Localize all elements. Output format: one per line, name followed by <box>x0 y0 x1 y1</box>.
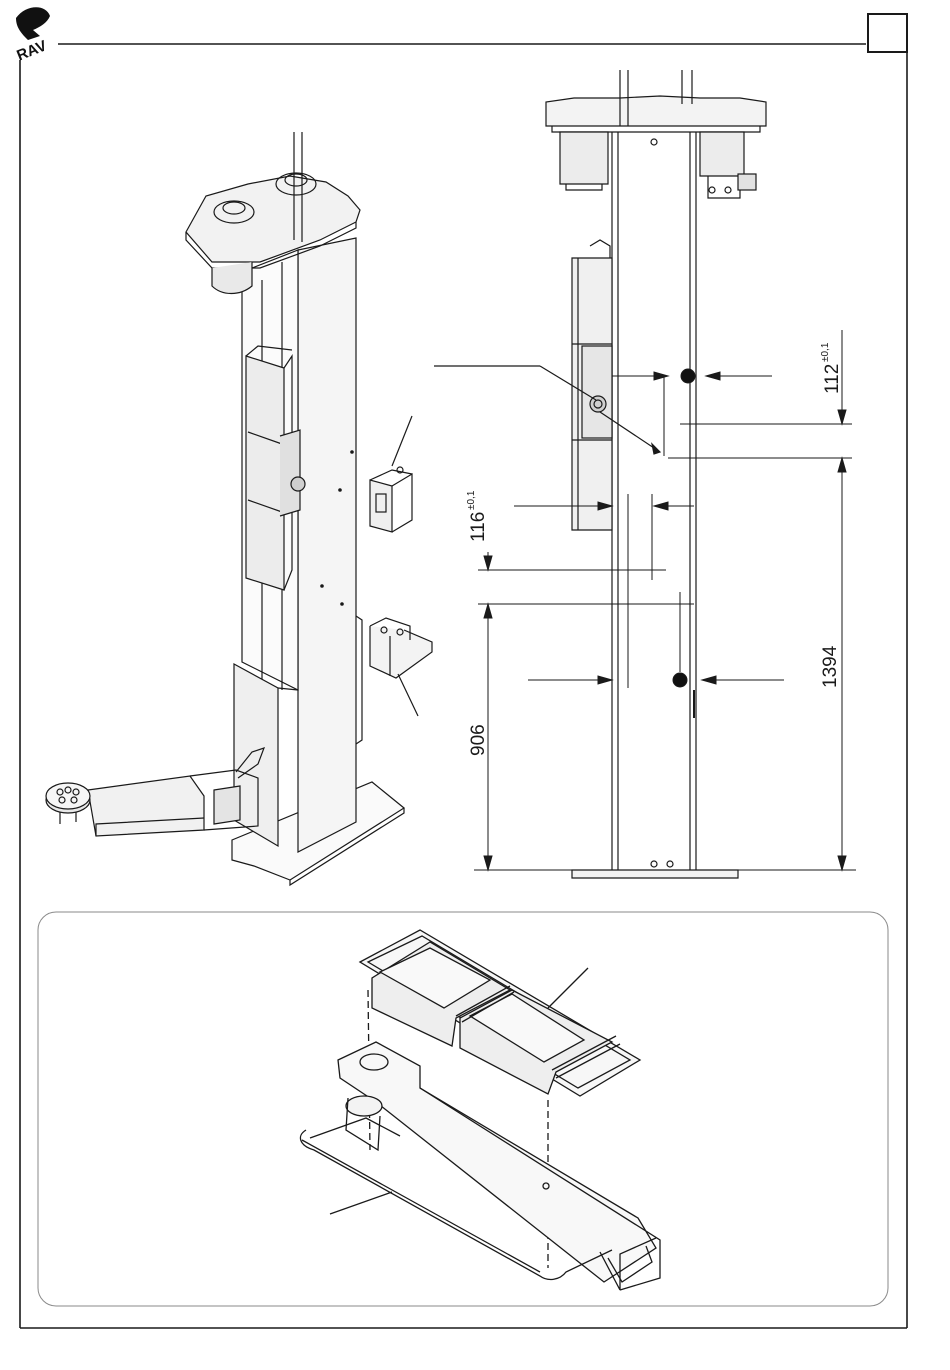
dim-906: 906 <box>468 724 489 756</box>
elevation-top-head <box>546 96 766 126</box>
hole-upper <box>681 369 695 383</box>
tray-accessory <box>300 930 660 1290</box>
control-box <box>246 356 284 590</box>
elevation-motor-left <box>560 132 608 184</box>
leader-bracket <box>398 674 418 716</box>
dim-112-tolerance: ±0,1 <box>820 342 831 362</box>
leader-wire-guard <box>330 1192 392 1214</box>
detached-bracket <box>370 618 432 678</box>
hole-lower <box>673 673 687 687</box>
page-number-box <box>868 14 907 52</box>
dim-116-tolerance: ±0,1 <box>466 490 477 510</box>
motor-body <box>212 262 252 294</box>
dim-1394-value: 1394 <box>820 645 841 688</box>
leader-tray <box>548 968 588 1008</box>
dim-116: 116 ±0,1 <box>466 490 489 542</box>
column-front-face <box>298 238 356 852</box>
lift-arm <box>88 776 204 836</box>
column-elevation-view <box>540 70 766 878</box>
elevation-column-body <box>612 132 696 870</box>
rav-logo: RAV <box>14 7 50 64</box>
arm-pivot-hole-lower <box>346 1096 382 1116</box>
leader-switch-box <box>392 416 412 466</box>
dim-112-value: 112 <box>822 364 843 394</box>
elevation-motor-right <box>700 132 744 176</box>
main-switch-knob <box>291 477 305 491</box>
dim-1394: 1394 <box>820 645 841 688</box>
logo-text: RAV <box>14 37 49 64</box>
arm-pad <box>46 783 90 824</box>
detached-switch-box <box>370 467 412 532</box>
elevation-base-plate <box>572 870 738 878</box>
dim-906-value: 906 <box>468 724 489 756</box>
dim-116-value: 116 <box>468 512 489 542</box>
dim-112: 112 ±0,1 <box>820 342 843 394</box>
dimension-lines <box>474 330 856 870</box>
